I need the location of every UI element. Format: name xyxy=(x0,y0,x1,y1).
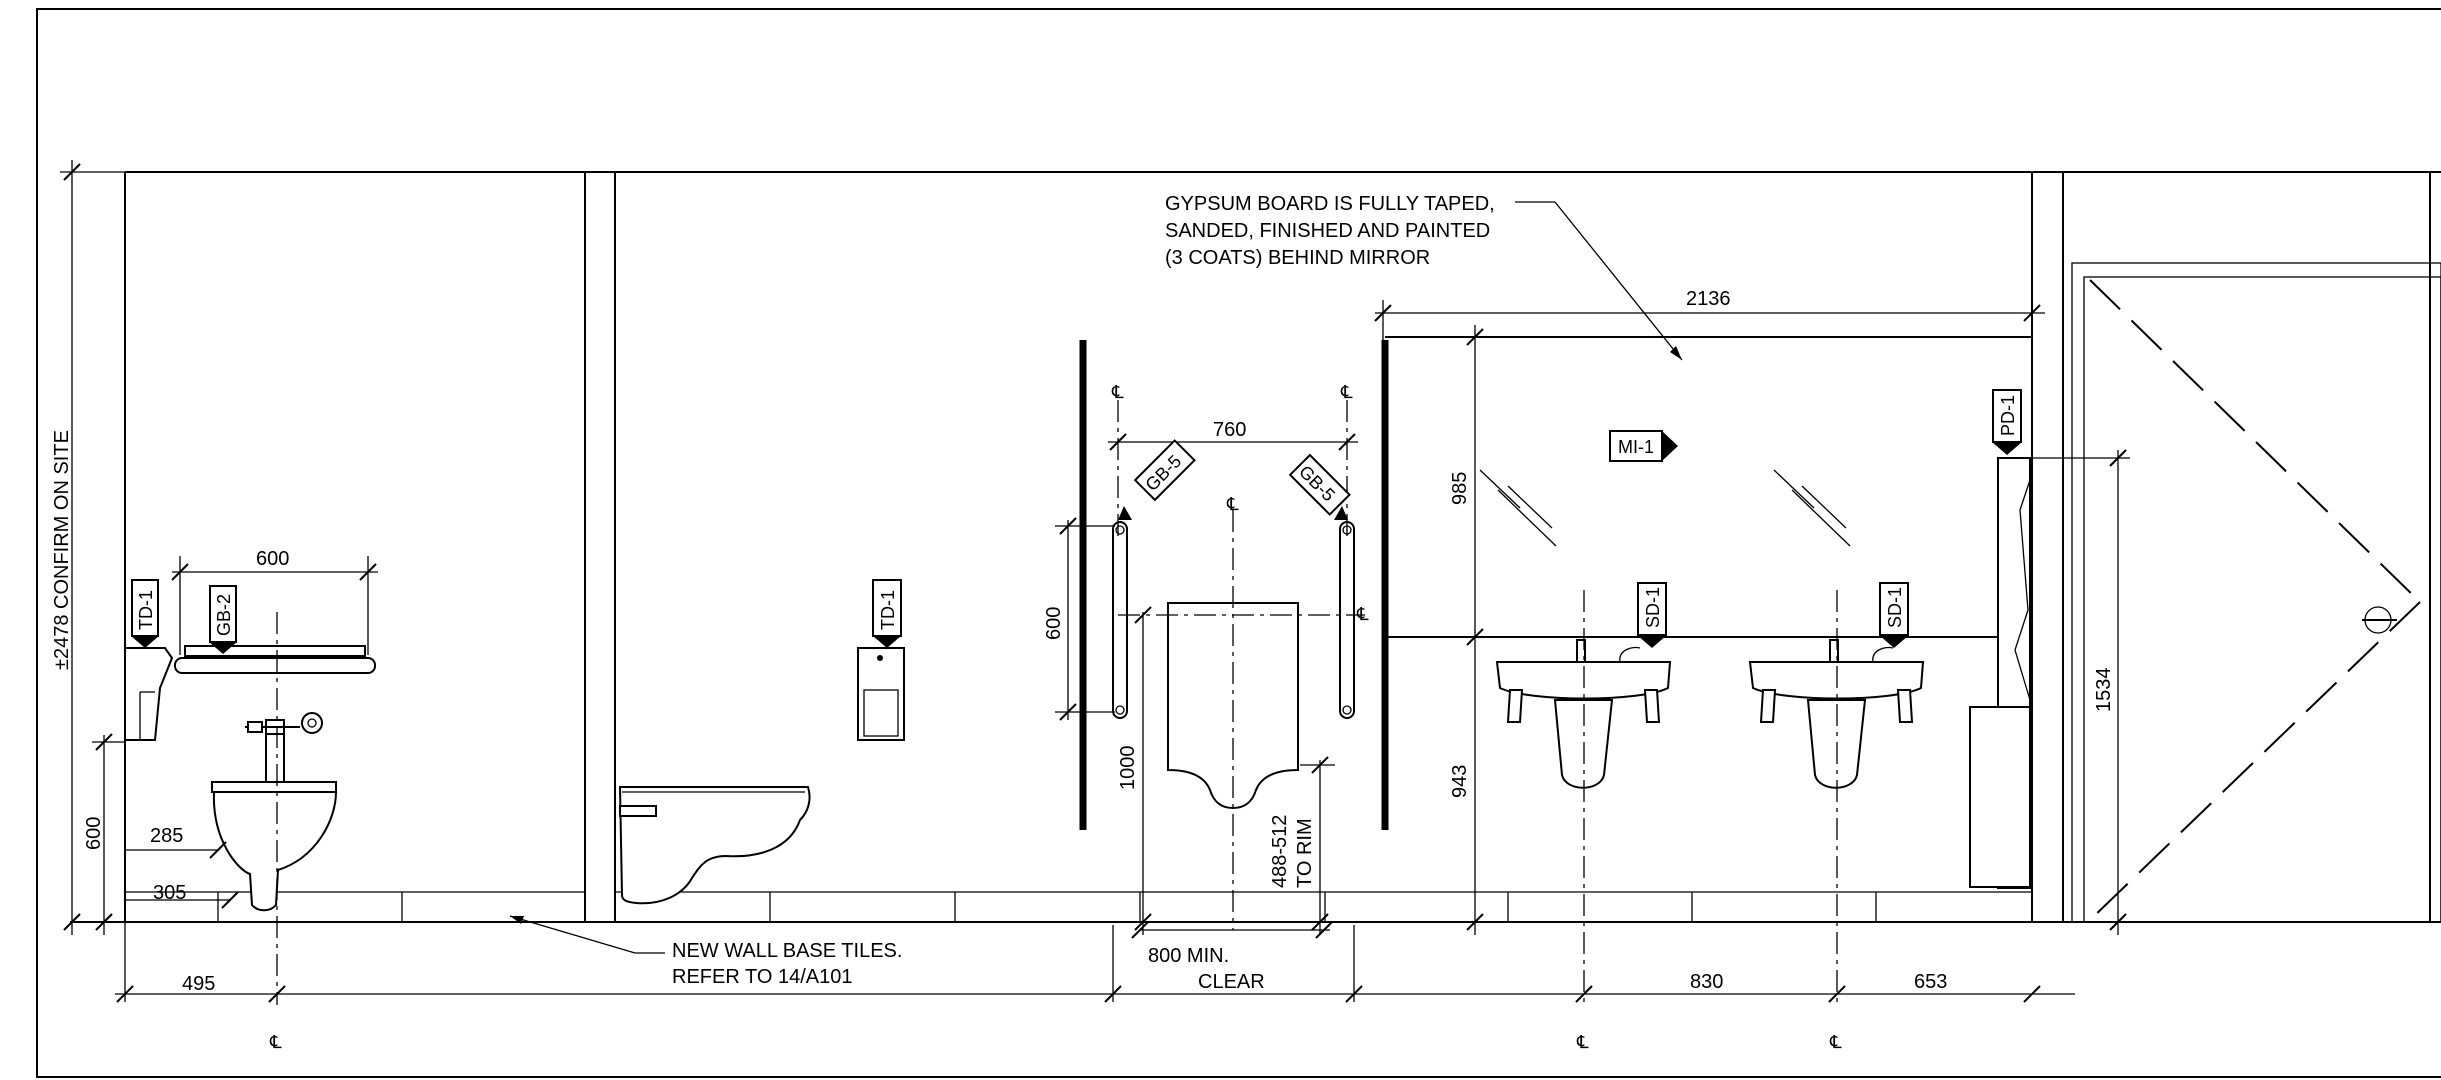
centerline-symbols: ℄ ℄ ℄ ℄ ℄ ℄ ℄ xyxy=(269,382,1842,1052)
note-clear-line1: 800 MIN. xyxy=(1148,945,1229,967)
centerline-mark: ℄ xyxy=(1340,382,1353,402)
grab-bar-gb2 xyxy=(174,645,376,674)
note-rim-line1: 488-512 xyxy=(1269,815,1291,888)
dim-600-vertical: 600 xyxy=(1043,607,1065,640)
note-gypsum-line1: GYPSUM BOARD IS FULLY TAPED, xyxy=(1165,193,1495,215)
tag-label: TD-1 xyxy=(136,590,156,630)
tag-label: GB-2 xyxy=(214,594,234,636)
dim-495: 495 xyxy=(182,973,215,995)
dim-830: 830 xyxy=(1690,971,1723,993)
centerline-mark: ℄ xyxy=(1356,604,1369,624)
door xyxy=(2071,262,2441,923)
tag-td1-left: TD-1 xyxy=(131,579,159,648)
sheet-border xyxy=(36,8,2441,1078)
dim-653: 653 xyxy=(1914,971,1947,993)
tag-mi1: MI-1 xyxy=(1609,430,1678,462)
tag-label: MI-1 xyxy=(1618,437,1654,457)
leader-lines xyxy=(509,201,1683,954)
note-gypsum-line2: SANDED, FINISHED AND PAINTED xyxy=(1165,220,1490,242)
dim-305: 305 xyxy=(153,882,186,904)
vertical-grab-bar-right xyxy=(1339,521,1355,719)
toilet-tissue-dispenser-middle xyxy=(857,647,905,741)
note-wall-base-line1: NEW WALL BASE TILES. xyxy=(672,940,902,962)
tag-gb2: GB-2 xyxy=(209,585,237,654)
dim-760: 760 xyxy=(1213,419,1246,441)
paper-towel-dispenser xyxy=(1969,457,2031,889)
mirror xyxy=(1385,336,2032,638)
note-rim-line2: TO RIM xyxy=(1294,818,1316,888)
tag-label: PD-1 xyxy=(1998,395,2018,436)
tag-td1-middle: TD-1 xyxy=(872,579,902,648)
tag-sd1-right: SD-1 xyxy=(1879,582,1909,648)
wall-hung-toilet-left xyxy=(211,712,338,912)
tag-label: TD-1 xyxy=(878,590,898,630)
dim-2136: 2136 xyxy=(1686,288,1731,310)
dim-985: 985 xyxy=(1449,472,1471,505)
tag-sd1-left: SD-1 xyxy=(1637,582,1667,648)
dimension-lines xyxy=(60,160,2130,1003)
dim-943: 943 xyxy=(1449,765,1471,798)
dim-600-left: 600 xyxy=(83,817,105,850)
tag-label: SD-1 xyxy=(1643,587,1663,628)
dim-600-grab: 600 xyxy=(256,548,289,570)
vertical-grab-bar-left xyxy=(1112,521,1128,719)
dim-285: 285 xyxy=(150,825,183,847)
toilet-tissue-dispenser-left xyxy=(124,647,174,741)
door-handle-icon xyxy=(2362,606,2397,634)
centerline-mark: ℄ xyxy=(1226,494,1239,514)
dimension-text: ±2478 CONFIRM ON SITE 600 285 305 600 49… xyxy=(51,288,2115,995)
tag-gb5-left: GB-5 xyxy=(1118,439,1196,520)
centerlines xyxy=(276,400,1838,1005)
notes: GYPSUM BOARD IS FULLY TAPED, SANDED, FIN… xyxy=(672,193,1495,993)
centerline-mark: ℄ xyxy=(1111,382,1124,402)
tag-label: SD-1 xyxy=(1885,587,1905,628)
dim-1000: 1000 xyxy=(1117,746,1139,791)
centerline-mark: ℄ xyxy=(1576,1032,1589,1052)
mirror-reflection-lines xyxy=(1479,469,1851,547)
centerline-mark: ℄ xyxy=(1829,1032,1842,1052)
centerline-mark: ℄ xyxy=(269,1032,282,1052)
note-wall-base-line2: REFER TO 14/A101 xyxy=(672,966,852,988)
wall-outline xyxy=(70,171,2441,923)
note-clear-line2: CLEAR xyxy=(1198,971,1265,993)
dim-overall-height: ±2478 CONFIRM ON SITE xyxy=(51,430,73,670)
dim-1534: 1534 xyxy=(2093,668,2115,713)
tag-gb5-right: GB-5 xyxy=(1288,453,1351,520)
wall-base-tiles xyxy=(125,891,2032,922)
wall-hung-toilet-middle xyxy=(618,786,811,905)
note-gypsum-line3: (3 COATS) BEHIND MIRROR xyxy=(1165,247,1430,269)
tag-pd1: PD-1 xyxy=(1992,389,2022,455)
